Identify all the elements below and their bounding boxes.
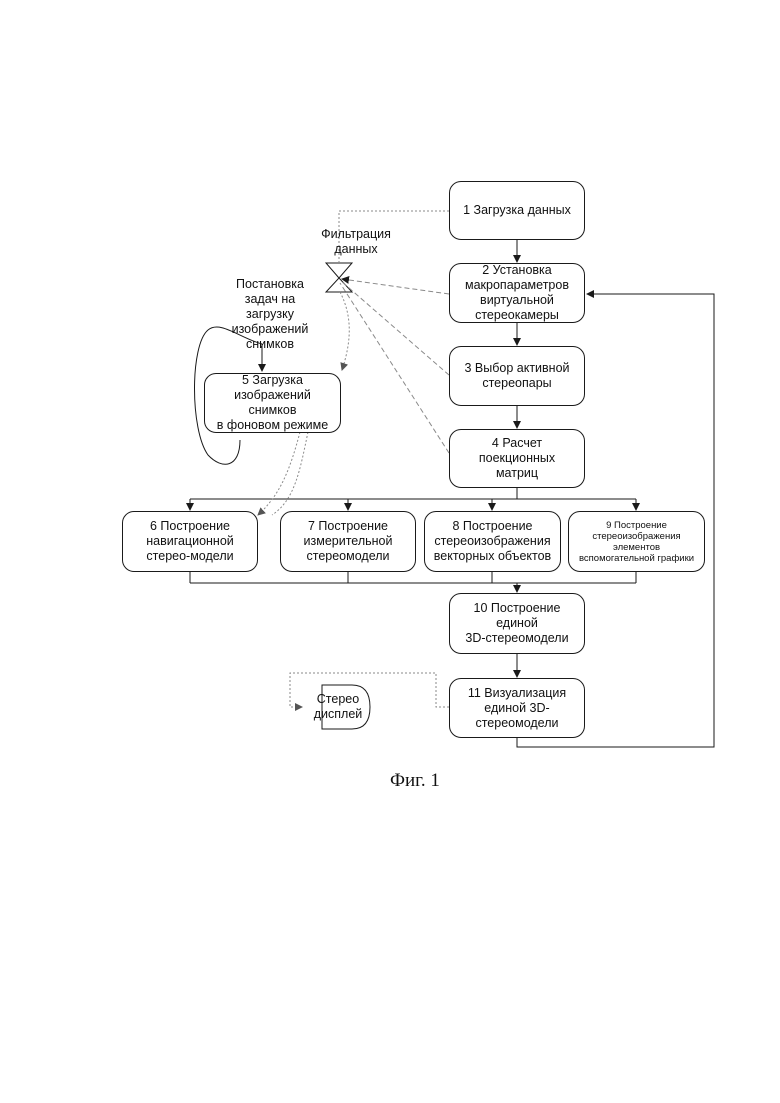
- node-9-auxiliary-graphics: 9 Построение стереоизображения элементов…: [568, 511, 705, 572]
- filter-label: Фильтрация данных: [318, 227, 394, 257]
- node-7-measurement-model: 7 Построение измерительной стереомодели: [280, 511, 416, 572]
- edge-filter-5: [340, 292, 349, 370]
- stereo-display-label: Стерео дисплей: [306, 692, 370, 722]
- edge-5-6-b: [272, 432, 308, 515]
- edge-4-filter: [340, 283, 449, 453]
- edge-3-filter: [341, 281, 449, 375]
- node-5-background-load: 5 Загрузка изображений снимков в фоновом…: [204, 373, 341, 433]
- filter-icon: [326, 263, 352, 292]
- node-3-active-stereopair: 3 Выбор активной стереопары: [449, 346, 585, 406]
- figure-caption: Фиг. 1: [390, 770, 440, 792]
- node-8-vector-objects: 8 Построение стереоизображения векторных…: [424, 511, 561, 572]
- node-2-camera-params: 2 Установка макропараметров виртуальной …: [449, 263, 585, 323]
- node-4-projection-matrices: 4 Расчет поекционных матриц: [449, 429, 585, 488]
- node-1-data-load: 1 Загрузка данных: [449, 181, 585, 240]
- edge-2-filter: [342, 279, 449, 294]
- node-10-unified-model: 10 Построение единой 3D-стереомодели: [449, 593, 585, 654]
- edge-5-6-a: [258, 432, 300, 515]
- node-6-navigation-model: 6 Построение навигационной стерео-модели: [122, 511, 258, 572]
- node-11-visualization: 11 Визуализация единой 3D- стереомодели: [449, 678, 585, 738]
- tasks-label: Постановка задач на загрузку изображений…: [220, 277, 320, 352]
